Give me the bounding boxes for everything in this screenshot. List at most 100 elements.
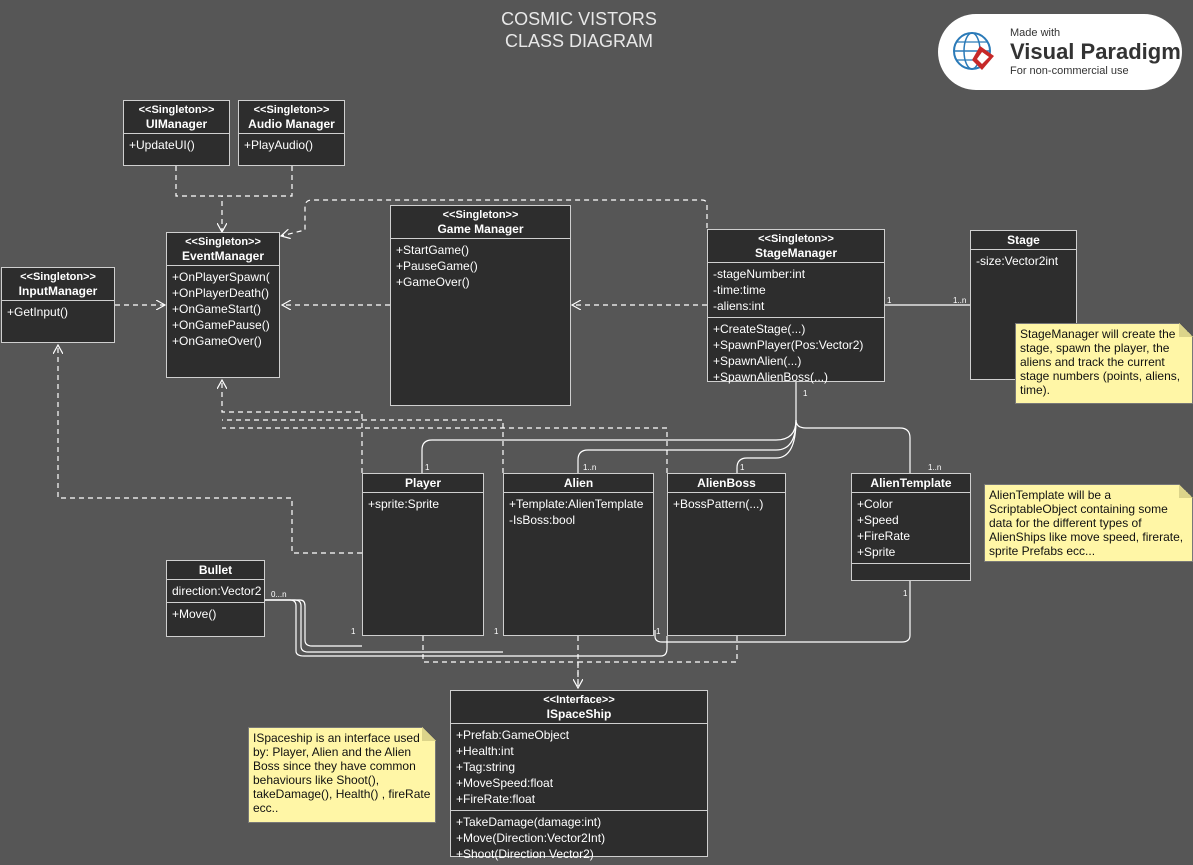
class-name: AlienBoss xyxy=(697,476,756,490)
operation: +UpdateUI() xyxy=(129,138,195,152)
attribute: -IsBoss:bool xyxy=(509,513,576,527)
attributes: direction:Vector2 xyxy=(167,580,264,603)
attribute: +Tag:string xyxy=(456,760,516,774)
operation: +SpawnAlien(...) xyxy=(713,354,802,368)
class-header: Stage xyxy=(971,231,1076,250)
class-name: Player xyxy=(404,476,442,490)
operations xyxy=(852,564,970,586)
class-header: <<Singleton>> Audio Manager xyxy=(239,101,344,134)
attribute: +Prefab:GameObject xyxy=(456,728,570,742)
attribute: +MoveSpeed:float xyxy=(456,776,554,790)
class-alien-template[interactable]: AlienTemplate +Color +Speed +FireRate +S… xyxy=(851,473,971,581)
class-header: AlienBoss xyxy=(668,474,785,493)
assoc-bullet-boss xyxy=(265,599,668,657)
class-header: <<Singleton>> StageManager xyxy=(708,230,884,263)
multiplicity-label: 1 xyxy=(351,627,356,636)
operation: +TakeDamage(damage:int) xyxy=(456,815,602,829)
operations: +BossPattern(...) xyxy=(668,493,785,515)
class-ispaceship[interactable]: <<Interface>> ISpaceShip +Prefab:GameObj… xyxy=(450,690,708,861)
attribute: +Health:int xyxy=(456,744,514,758)
multiplicity-label: 1 xyxy=(740,463,745,472)
operation: +SpawnAlienBoss(...) xyxy=(713,370,829,384)
class-name: InputManager xyxy=(18,284,98,298)
attribute: +Template:AlienTemplate xyxy=(509,497,644,511)
operation: +PauseGame() xyxy=(396,259,478,273)
multiplicity-label: 1 xyxy=(887,296,892,305)
assoc-sm-template xyxy=(795,419,911,473)
note-text: AlienTemplate will be a ScriptableObject… xyxy=(989,488,1184,558)
multiplicity-label: 1..n xyxy=(953,296,967,305)
class-name: AlienTemplate xyxy=(870,476,952,490)
dep-player-event xyxy=(222,380,363,473)
operation: +StartGame() xyxy=(396,243,470,257)
note-fold-icon xyxy=(422,727,436,741)
dep-ui-event xyxy=(175,166,222,232)
note-fold-icon xyxy=(1179,484,1193,498)
operation: +BossPattern(...) xyxy=(673,497,764,511)
assoc-bullet-alien xyxy=(265,599,503,653)
title-line-2: CLASS DIAGRAM xyxy=(504,31,654,51)
class-alien-boss[interactable]: AlienBoss +BossPattern(...) xyxy=(667,473,786,636)
class-name: Bullet xyxy=(198,563,233,577)
operation: +OnPlayerSpawn( xyxy=(172,270,270,284)
dep-boss-event xyxy=(222,427,668,473)
class-header: Player xyxy=(363,474,483,493)
operation: +OnGameOver() xyxy=(172,334,262,348)
class-name: Game Manager xyxy=(437,222,524,236)
attribute: +FireRate:float xyxy=(456,792,536,806)
multiplicity-label: 1 xyxy=(425,463,430,472)
operations: +PlayAudio() xyxy=(239,134,344,156)
class-header: <<Singleton>> Game Manager xyxy=(391,206,570,239)
class-game-manager[interactable]: <<Singleton>> Game Manager +StartGame() … xyxy=(390,205,571,406)
operation: +OnGameStart() xyxy=(172,302,262,316)
attribute: -aliens:int xyxy=(713,299,765,313)
dep-audio-event xyxy=(222,166,293,197)
operation: +GetInput() xyxy=(7,305,69,319)
assoc-template-alien xyxy=(654,580,911,643)
class-header: Alien xyxy=(504,474,653,493)
stereotype: <<Interface>> xyxy=(543,694,615,706)
class-player[interactable]: Player +sprite:Sprite xyxy=(362,473,484,636)
attributes: -stageNumber:int -time:time -aliens:int xyxy=(708,263,884,318)
stereotype: <<Singleton>> xyxy=(253,104,330,116)
class-alien[interactable]: Alien +Template:AlienTemplate -IsBoss:bo… xyxy=(503,473,654,636)
class-name: EventManager xyxy=(181,249,265,263)
badge-license: For non-commercial use xyxy=(1010,65,1129,77)
class-ui-manager[interactable]: <<Singleton>> UIManager +UpdateUI() xyxy=(123,100,230,166)
assoc-bullet-player xyxy=(265,599,362,647)
class-input-manager[interactable]: <<Singleton>> InputManager +GetInput() xyxy=(1,267,115,343)
class-name: ISpaceShip xyxy=(546,707,612,721)
multiplicity-label: 1 xyxy=(903,589,908,598)
class-stage-manager[interactable]: <<Singleton>> StageManager -stageNumber:… xyxy=(707,229,885,384)
note-alien-template: AlienTemplate will be a ScriptableObject… xyxy=(984,484,1193,562)
operations: +GetInput() xyxy=(2,301,114,323)
attribute: -size:Vector2int xyxy=(976,254,1059,268)
attributes: +Prefab:GameObject +Health:int +Tag:stri… xyxy=(451,724,707,811)
operations: +OnPlayerSpawn( +OnPlayerDeath() +OnGame… xyxy=(167,266,279,352)
attribute: +Sprite xyxy=(857,545,896,559)
multiplicity-label: 1 xyxy=(494,627,499,636)
attribute: +sprite:Sprite xyxy=(368,497,440,511)
attributes: +sprite:Sprite xyxy=(363,493,483,515)
class-event-manager[interactable]: <<Singleton>> EventManager +OnPlayerSpaw… xyxy=(166,232,280,378)
class-header: Bullet xyxy=(167,561,264,580)
note-text: ISpaceship is an interface used by: Play… xyxy=(253,731,431,815)
attribute: +Speed xyxy=(857,513,899,527)
visual-paradigm-badge: Made with Visual Paradigm For non-commer… xyxy=(938,14,1182,90)
class-name: Alien xyxy=(563,476,594,490)
stereotype: <<Singleton>> xyxy=(185,236,261,248)
stereotype: <<Singleton>> xyxy=(442,209,519,221)
class-audio-manager[interactable]: <<Singleton>> Audio Manager +PlayAudio() xyxy=(238,100,345,166)
attribute: -time:time xyxy=(713,283,766,297)
class-bullet[interactable]: Bullet direction:Vector2 +Move() xyxy=(166,560,265,637)
operation: +OnGamePause() xyxy=(172,318,270,332)
operation: +Move(Direction:Vector2Int) xyxy=(456,831,606,845)
class-name: UIManager xyxy=(145,117,208,131)
attributes: +Template:AlienTemplate -IsBoss:bool xyxy=(504,493,653,531)
class-header: <<Singleton>> InputManager xyxy=(2,268,114,301)
assoc-sm-player xyxy=(421,419,797,473)
stereotype: <<Singleton>> xyxy=(138,104,215,116)
class-header: <<Singleton>> UIManager xyxy=(124,101,229,134)
real-player-ispaceship xyxy=(422,636,578,688)
